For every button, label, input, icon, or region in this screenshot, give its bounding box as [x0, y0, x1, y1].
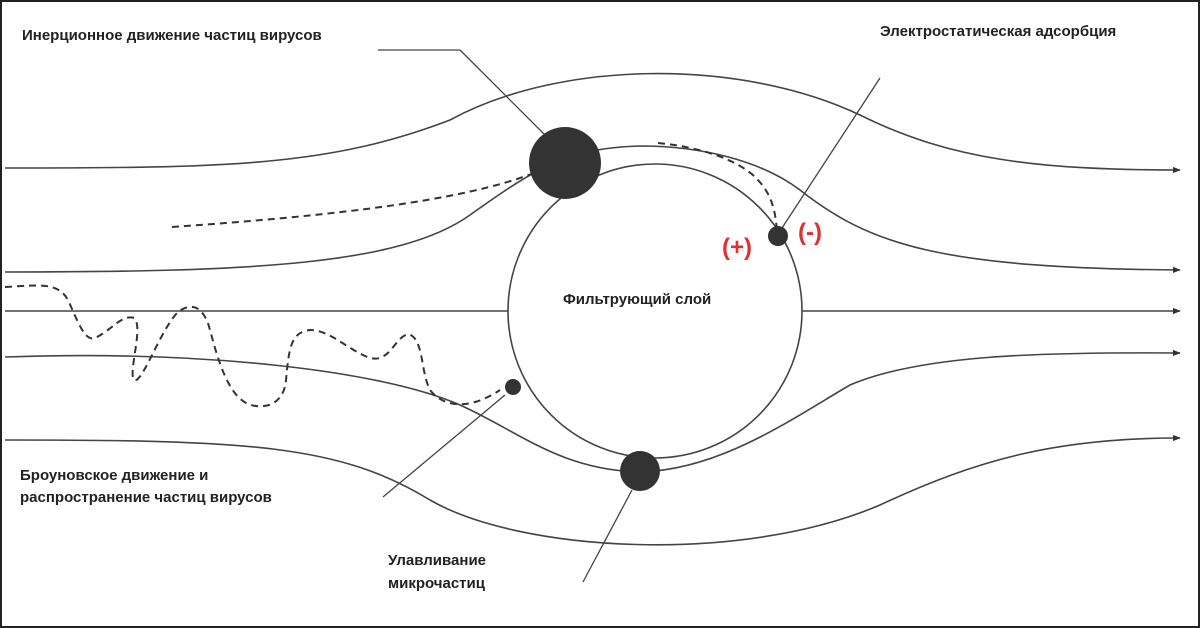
electrostatic-trajectory: [657, 142, 778, 235]
streamline-1: [4, 72, 1181, 174]
label-brownian-line1: Броуновское движение и: [20, 467, 208, 484]
positive-charge: (+): [722, 234, 752, 261]
streamline-2: [4, 145, 1181, 274]
label-capture-line2: микрочастиц: [388, 575, 486, 592]
streamline-5: [4, 434, 1181, 546]
leader-capture: [582, 489, 633, 583]
label-brownian-line2: распространение частиц вирусов: [20, 489, 272, 506]
label-filter-layer: Фильтрующий слой: [563, 291, 711, 308]
large-virus-particle: [529, 127, 601, 199]
negative-charge: (-): [798, 219, 822, 246]
leader-brownian: [382, 394, 506, 498]
leader-inertial-diagonal: [459, 49, 546, 136]
filter-fiber: [507, 163, 803, 459]
captured-microparticle: [620, 451, 660, 491]
label-capture-line1: Улавливание: [388, 552, 486, 569]
brownian-particle: [505, 379, 521, 395]
inertial-trajectory: [171, 154, 566, 228]
label-electrostatic-adsorption: Электростатическая адсорбция: [880, 23, 1116, 40]
leader-electrostatic: [781, 77, 881, 229]
charged-particle: [768, 226, 788, 246]
label-inertial-motion: Инерционное движение частиц вирусов: [22, 27, 322, 44]
brownian-trajectory: [4, 284, 501, 408]
